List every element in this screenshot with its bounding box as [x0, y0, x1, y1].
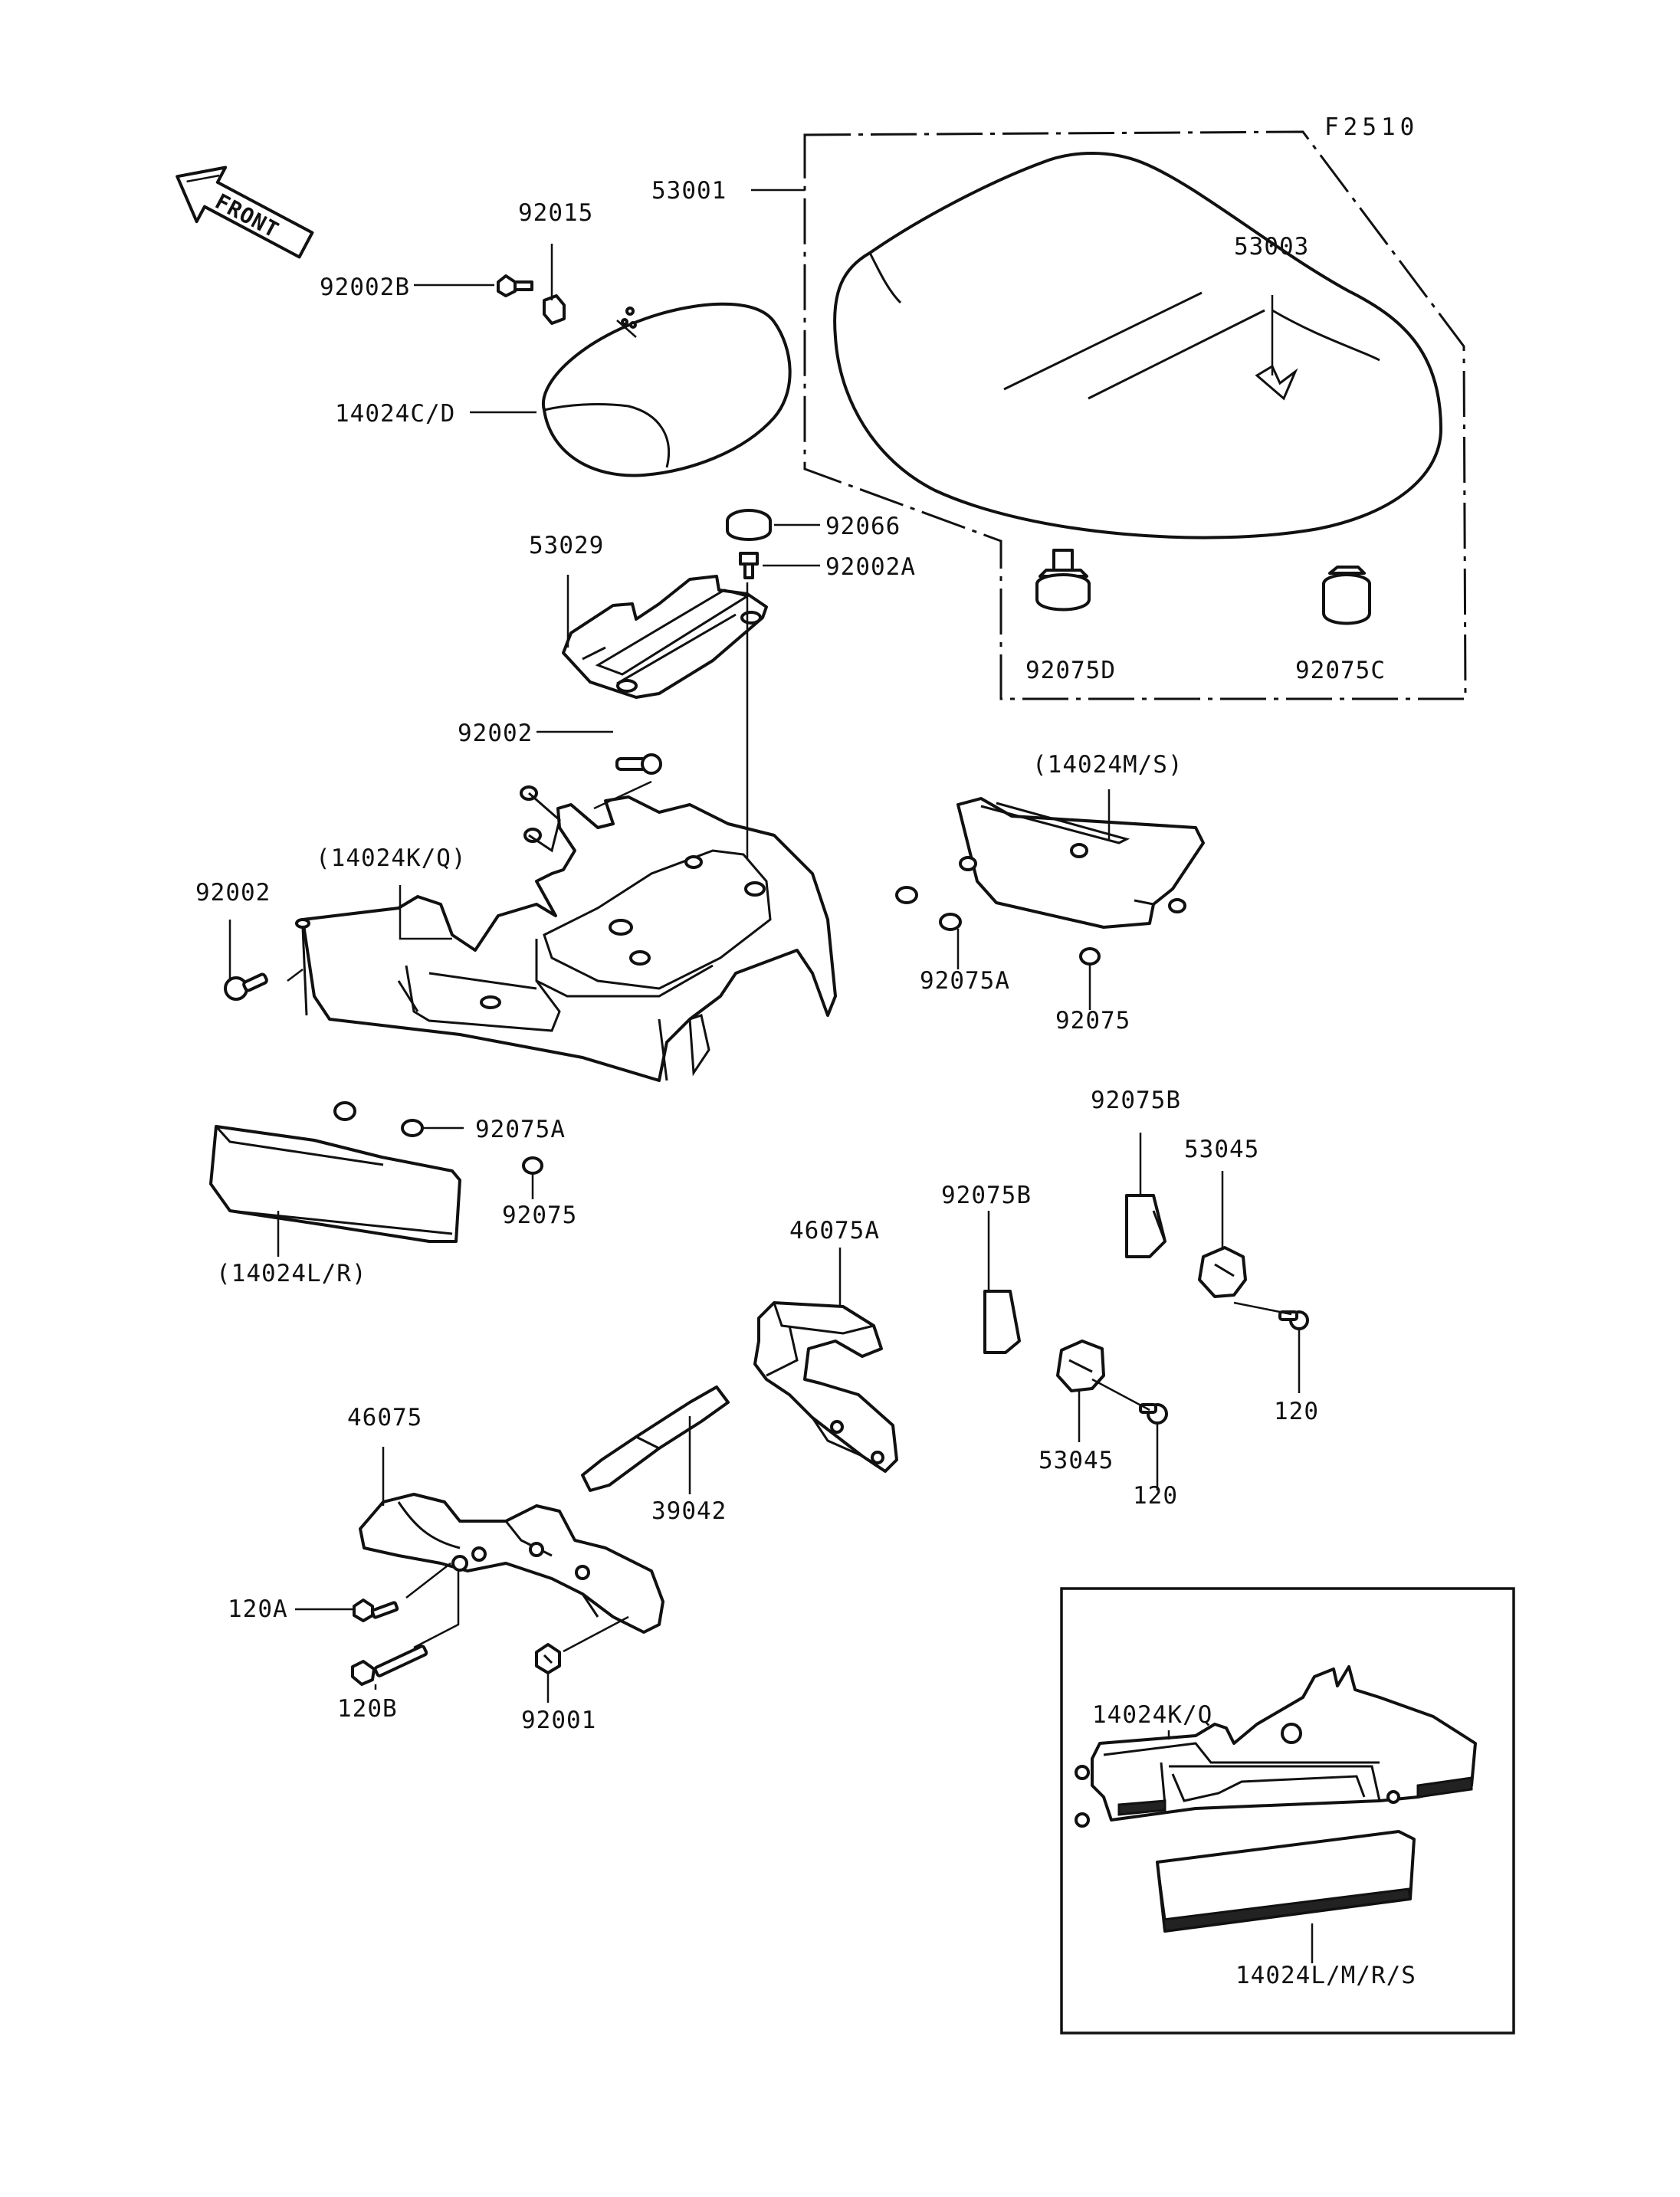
damper-92075D: [1035, 549, 1091, 612]
callout-labels: 53001 53003 92015 92002B 14024C/D 92066 …: [195, 177, 1386, 1734]
inset-label-14024KQ: 14024K/Q: [1092, 1701, 1212, 1729]
leader-lines: [228, 189, 1301, 1703]
bolt-120A: [353, 1599, 399, 1622]
label-53001: 53001: [651, 177, 727, 205]
label-53045-bottom: 53045: [1039, 1447, 1114, 1474]
label-92002-upper: 92002: [458, 720, 533, 747]
rod-39042: [581, 1385, 730, 1492]
label-39042: 39042: [651, 1497, 727, 1525]
label-92075B-mid: 92075B: [941, 1182, 1032, 1209]
front-arrow-icon: FRONT: [176, 166, 314, 259]
bolt-92002B: [497, 274, 533, 297]
label-14024MS: (14024M/S): [1032, 751, 1183, 779]
label-92001: 92001: [521, 1707, 596, 1734]
side-cover-14024MS: [956, 797, 1205, 929]
inset-cover-14024LMRS: [1156, 1830, 1416, 1933]
bracket-plate-53029: [562, 575, 768, 699]
figure-code: F2510: [1324, 113, 1419, 141]
label-92075D: 92075D: [1025, 657, 1116, 684]
label-120-right: 120: [1274, 1398, 1319, 1425]
inset-detail: 14024K/Q 14024L/M/R/S: [1060, 1587, 1515, 2035]
clamp-53045-bottom: [1056, 1340, 1105, 1392]
label-53003: 53003: [1234, 233, 1309, 261]
grommet-a-left-1: [333, 1101, 356, 1121]
damper-92075C: [1322, 566, 1371, 625]
wedge-92075B-top: [1125, 1194, 1166, 1258]
label-46075: 46075: [347, 1404, 422, 1431]
bracket-46075: [359, 1493, 664, 1634]
bolt-120B: [351, 1644, 428, 1686]
bolt-92001: [535, 1643, 561, 1674]
bolt-92002-upper: [615, 753, 662, 775]
label-46075A: 46075A: [789, 1217, 880, 1244]
label-92075A-left: 92075A: [475, 1116, 566, 1143]
label-92075-right: 92075: [1055, 1007, 1130, 1035]
label-14024KQ: (14024K/Q): [316, 844, 467, 872]
label-120A: 120A: [228, 1595, 288, 1623]
screw-120-right: [1278, 1310, 1309, 1330]
screw-120-bottom: [1139, 1403, 1168, 1425]
clamp-53045-top: [1198, 1246, 1247, 1298]
seat-assembly: [803, 130, 1467, 700]
wedge-92075B-mid: [983, 1290, 1021, 1354]
label-92075B-top: 92075B: [1091, 1087, 1181, 1114]
tail-cowl-main: [295, 785, 837, 1082]
cap-92066: [726, 509, 772, 541]
bracket-46075A: [753, 1301, 898, 1473]
label-14024CD: 14024C/D: [335, 400, 455, 428]
seat-53001: [833, 152, 1442, 539]
label-53029: 53029: [529, 532, 604, 559]
label-92075C: 92075C: [1295, 657, 1386, 684]
label-92066: 92066: [825, 513, 901, 540]
grommet-right: [1079, 947, 1101, 966]
bolt-92002A: [739, 552, 759, 579]
grommet-a-right-1: [895, 886, 918, 904]
label-53045-top: 53045: [1184, 1136, 1259, 1163]
inset-label-14024LMRS: 14024L/M/R/S: [1235, 1962, 1416, 1989]
grommet-a-right-2: [939, 913, 962, 931]
bolt-92002-left: [224, 972, 268, 1001]
label-92002-left: 92002: [195, 879, 271, 907]
grommet-a-left-2: [401, 1119, 424, 1137]
rear-seat-cover-14024CD: [541, 302, 792, 477]
label-92075A-right: 92075A: [920, 967, 1010, 995]
label-92015: 92015: [518, 199, 593, 227]
side-cover-14024LR: [209, 1125, 461, 1243]
label-92002A: 92002A: [825, 553, 916, 581]
label-120-bottom: 120: [1133, 1482, 1178, 1510]
label-14024LR: (14024L/R): [216, 1260, 367, 1287]
label-120B: 120B: [337, 1695, 398, 1723]
grommet-left: [522, 1156, 543, 1175]
nut-92015: [543, 294, 566, 325]
label-92075-left: 92075: [502, 1202, 577, 1229]
label-92002B: 92002B: [320, 274, 410, 301]
inset-cover-14024KQ: [1075, 1665, 1477, 1828]
